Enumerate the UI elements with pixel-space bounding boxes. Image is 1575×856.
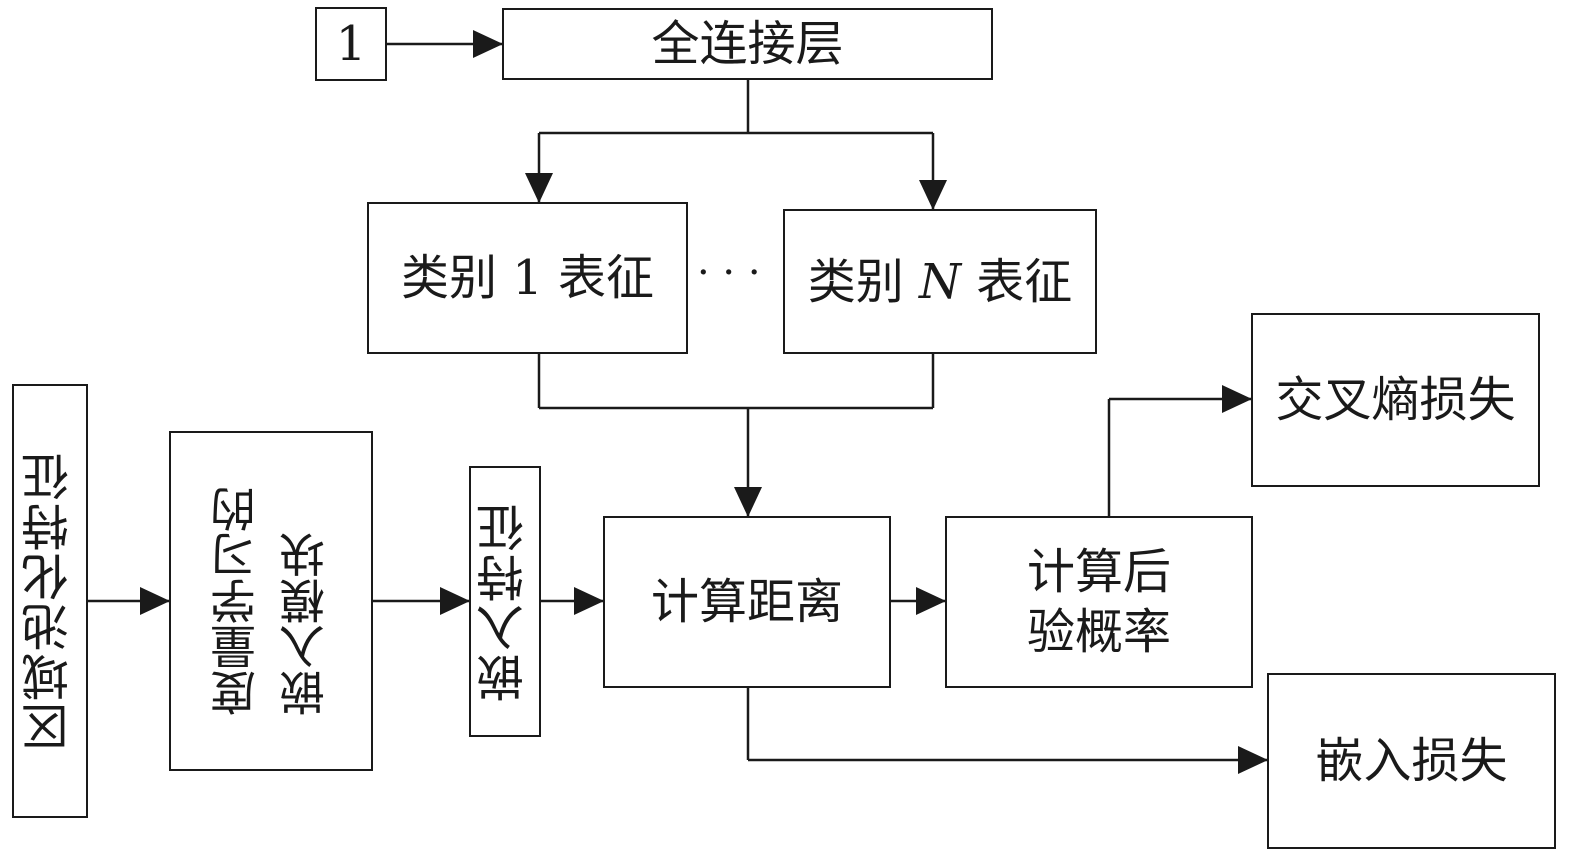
cross-entropy-loss-box: 交叉熵损失: [1251, 313, 1540, 487]
compute-distance-box: 计算距离: [603, 516, 891, 688]
embedding-feature-label: 嵌入特征: [477, 501, 533, 702]
embedding-loss-label: 嵌入损失: [1315, 733, 1508, 789]
region-pooling-feature-label: 区域池化特征: [22, 451, 78, 751]
classN-representation-box: 类别 N 表征: [783, 209, 1097, 354]
embedding-module-box: 度量学习的嵌入模块: [169, 431, 373, 771]
fc-layer-box: 全连接层: [502, 8, 993, 80]
compute-distance-label: 计算距离: [650, 574, 843, 630]
classN-representation-label: 类别 N 表征: [807, 253, 1073, 310]
embedding-loss-box: 嵌入损失: [1267, 673, 1556, 849]
region-pooling-feature-box: 区域池化特征: [12, 384, 88, 818]
fc-layer-label: 全连接层: [651, 16, 844, 72]
posterior-probability-label: 计算后验概率: [1026, 544, 1171, 660]
input-one-box: 1: [315, 7, 387, 81]
cross-entropy-loss-label: 交叉熵损失: [1275, 372, 1516, 428]
class1-representation-label: 类别 1 表征: [400, 250, 655, 306]
posterior-probability-box: 计算后验概率: [945, 516, 1253, 688]
class1-representation-box: 类别 1 表征: [367, 202, 688, 354]
embedding-module-label: 度量学习的嵌入模块: [209, 486, 332, 716]
input-one-label: 1: [335, 16, 367, 72]
embedding-feature-box: 嵌入特征: [469, 466, 541, 737]
ellipsis: · · ·: [697, 250, 761, 296]
